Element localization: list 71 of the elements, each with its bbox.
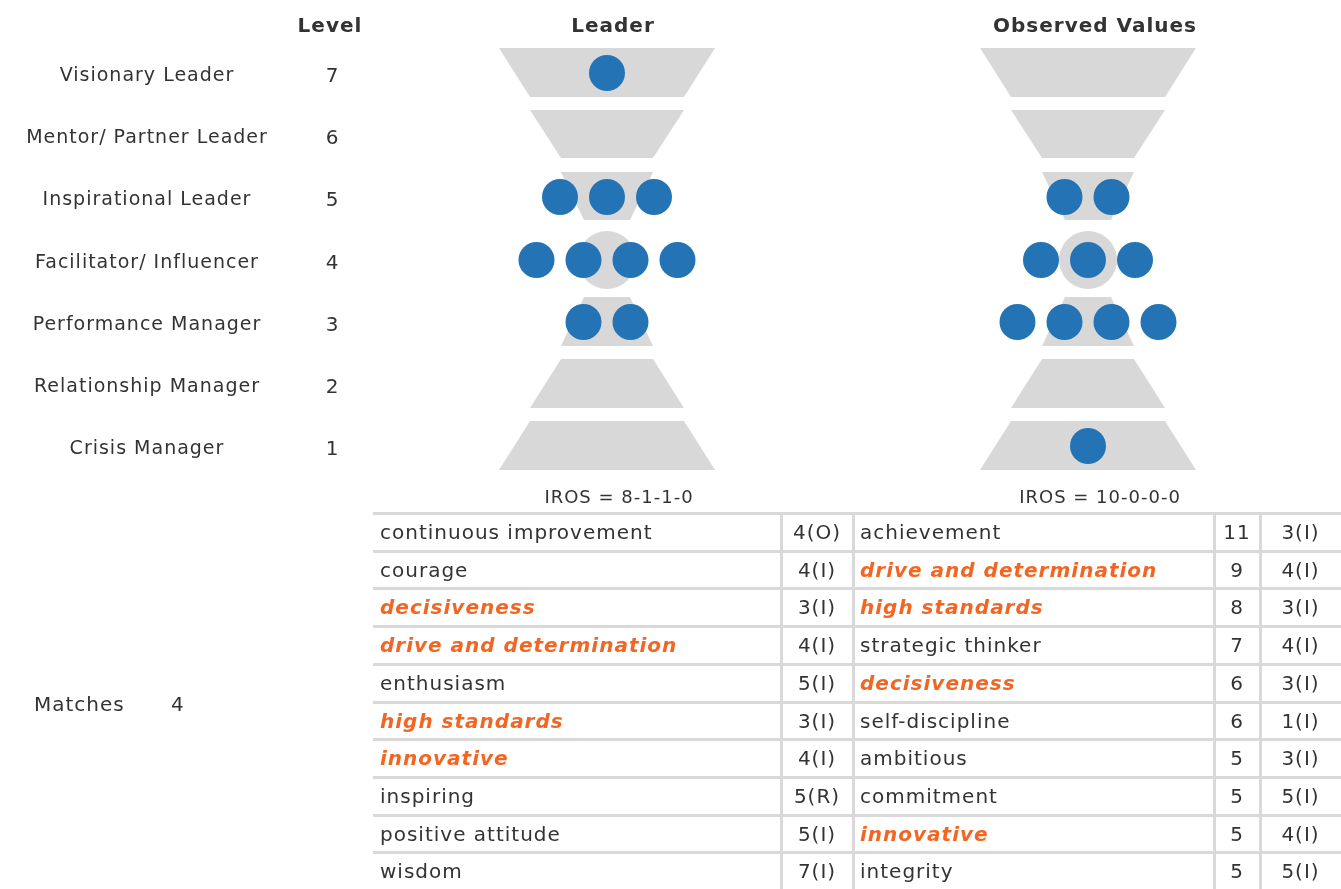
value-name: drive and determination bbox=[860, 556, 1158, 584]
value-name: high standards bbox=[380, 707, 564, 735]
level-number: 6 bbox=[325, 124, 339, 151]
value-level: 4(O) bbox=[791, 519, 843, 546]
value-level: 3(I) bbox=[1280, 594, 1321, 622]
vote-count: 7 bbox=[1229, 632, 1245, 660]
value-name: strategic thinker bbox=[860, 632, 1042, 660]
column-heading: Leader bbox=[571, 12, 655, 39]
value-level: 5(I) bbox=[796, 820, 838, 848]
level-name: Visionary Leader bbox=[59, 62, 235, 87]
value-name: courage bbox=[380, 556, 469, 584]
vote-count: 6 bbox=[1229, 707, 1245, 735]
value-level: 3(I) bbox=[1280, 519, 1321, 546]
level-number: 4 bbox=[325, 249, 339, 276]
value-level: 5(I) bbox=[1280, 782, 1321, 810]
matches-label: Matches bbox=[34, 691, 125, 718]
vote-count: 5 bbox=[1229, 820, 1245, 848]
value-name: decisiveness bbox=[860, 669, 1016, 697]
value-name: high standards bbox=[860, 594, 1044, 622]
value-level: 3(I) bbox=[1280, 669, 1321, 697]
value-level: 5(I) bbox=[796, 669, 838, 697]
value-name: commitment bbox=[860, 782, 998, 810]
value-level: 5(R) bbox=[792, 782, 842, 810]
level-name: Inspirational Leader bbox=[42, 186, 252, 211]
value-level: 3(I) bbox=[796, 594, 838, 622]
value-name: innovative bbox=[380, 745, 509, 773]
value-level: 3(I) bbox=[796, 707, 838, 735]
value-name: continuous improvement bbox=[380, 519, 653, 546]
value-level: 5(I) bbox=[1280, 858, 1321, 886]
level-number: 1 bbox=[325, 435, 339, 462]
value-name: inspiring bbox=[380, 782, 476, 810]
value-level: 4(I) bbox=[1280, 556, 1321, 584]
vote-count: 11 bbox=[1222, 519, 1252, 546]
level-number: 5 bbox=[325, 186, 339, 213]
vote-count: 9 bbox=[1229, 556, 1245, 584]
value-name: positive attitude bbox=[380, 820, 561, 848]
level-number: 7 bbox=[325, 62, 339, 89]
level-name: Relationship Manager bbox=[34, 373, 260, 398]
value-name: drive and determination bbox=[380, 632, 678, 660]
value-level: 4(I) bbox=[796, 632, 838, 660]
iros-score: IROS = 10-0-0-0 bbox=[1019, 485, 1181, 509]
vote-count: 5 bbox=[1229, 745, 1245, 773]
value-level: 1(I) bbox=[1280, 707, 1321, 735]
value-name: integrity bbox=[860, 858, 954, 886]
level-name: Performance Manager bbox=[32, 311, 262, 336]
vote-count: 5 bbox=[1229, 782, 1245, 810]
value-name: decisiveness bbox=[380, 594, 536, 622]
iros-score: IROS = 8-1-1-0 bbox=[544, 485, 694, 509]
value-level: 4(I) bbox=[1280, 820, 1321, 848]
value-name: achievement bbox=[860, 519, 1002, 546]
level-name: Mentor/ Partner Leader bbox=[26, 124, 268, 149]
value-name: wisdom bbox=[380, 858, 463, 886]
value-name: self-discipline bbox=[860, 707, 1011, 735]
value-level: 3(I) bbox=[1280, 745, 1321, 773]
matches-count: 4 bbox=[171, 691, 184, 718]
level-number: 2 bbox=[325, 373, 339, 400]
level-name: Crisis Manager bbox=[69, 435, 225, 460]
value-level: 4(I) bbox=[796, 556, 838, 584]
vote-count: 6 bbox=[1229, 669, 1245, 697]
vote-count: 5 bbox=[1229, 858, 1245, 886]
level-number: 3 bbox=[325, 311, 339, 338]
value-level: 4(I) bbox=[1280, 632, 1321, 660]
value-level: 7(I) bbox=[796, 858, 838, 886]
value-level: 4(I) bbox=[796, 745, 838, 773]
column-heading: Level bbox=[297, 12, 363, 39]
value-name: ambitious bbox=[860, 745, 968, 773]
column-heading: Observed Values bbox=[993, 12, 1197, 39]
value-name: innovative bbox=[860, 820, 989, 848]
vote-count: 8 bbox=[1229, 594, 1245, 622]
value-name: enthusiasm bbox=[380, 669, 507, 697]
level-name: Facilitator/ Influencer bbox=[35, 249, 259, 274]
